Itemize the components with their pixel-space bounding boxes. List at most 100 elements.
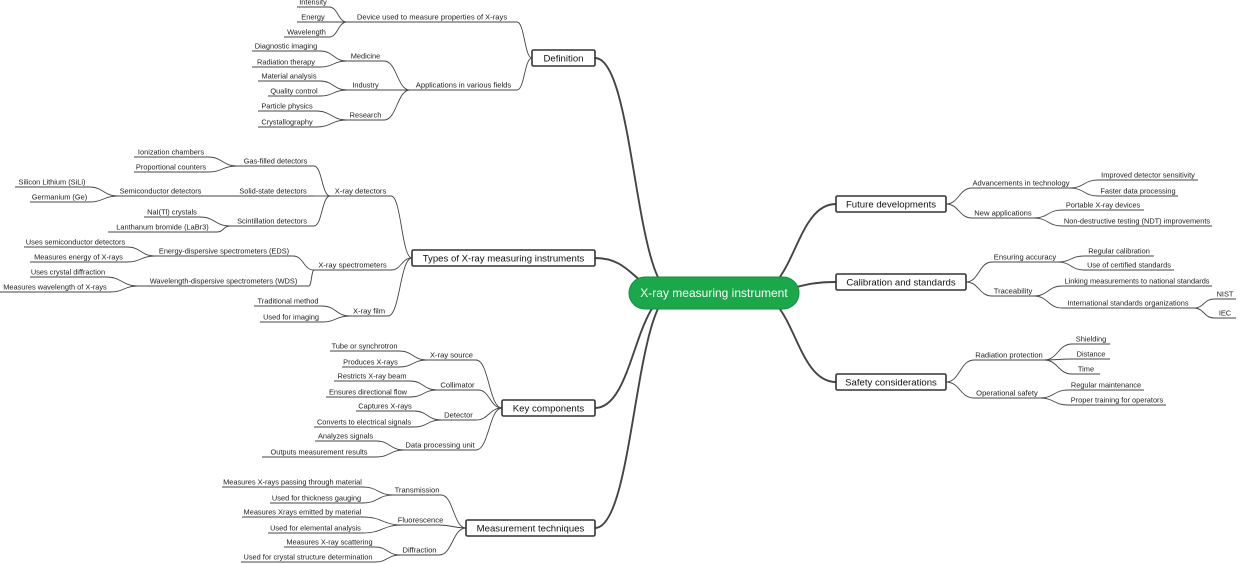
topic-node[interactable]: Portable X-ray devices	[1066, 201, 1141, 210]
topic-node[interactable]: Energy-dispersive spectrometers (EDS)	[159, 247, 289, 256]
topic-node[interactable]: Restricts X-ray beam	[338, 372, 407, 381]
topic-label: Crystallography	[261, 118, 313, 127]
topic-node[interactable]: Improved detector sensitivity	[1101, 171, 1195, 180]
topic-node[interactable]: Radiation protection	[975, 351, 1043, 360]
node-connector	[374, 546, 401, 556]
topic-node[interactable]: Diffraction	[402, 546, 436, 555]
topic-label: NaI(Tl) crystals	[147, 208, 197, 217]
topic-node[interactable]: Distance	[1077, 350, 1106, 359]
topic-node[interactable]: Used for crystal structure determination	[244, 553, 373, 562]
topic-node[interactable]: Faster data processing	[1100, 187, 1175, 196]
topic-node[interactable]: Measures Xrays emitted by material	[244, 508, 362, 517]
topic-node[interactable]: NIST	[1217, 290, 1234, 299]
topic-node[interactable]: Radiation therapy	[257, 58, 315, 67]
topic-node[interactable]: Quality control	[270, 87, 318, 96]
node-connector	[375, 440, 405, 451]
topic-label: Non-destructive testing (NDT) improvemen…	[1064, 217, 1211, 226]
topic-node[interactable]: Silicon Lithium (SiLi)	[19, 178, 86, 187]
topic-label: Diffraction	[402, 546, 436, 555]
topic-node[interactable]: NaI(Tl) crystals	[147, 208, 197, 217]
topic-node[interactable]: Semiconductor detectors	[120, 187, 202, 196]
branch-node[interactable]: Future developments	[835, 195, 947, 213]
topic-node[interactable]: Used for imaging	[263, 313, 319, 322]
node-connector	[413, 419, 442, 428]
topic-node[interactable]: Crystallography	[261, 118, 313, 127]
topic-node[interactable]: Regular calibration	[1088, 247, 1150, 256]
topic-node[interactable]: Shielding	[1076, 335, 1106, 344]
topic-node[interactable]: Uses semiconductor detectors	[26, 238, 126, 247]
topic-node[interactable]: Wavelength-dispersive spectrometers (WDS…	[150, 277, 298, 286]
node-connector	[126, 255, 156, 263]
node-connector	[328, 6, 348, 23]
topic-node[interactable]: Produces X-rays	[343, 358, 398, 367]
topic-node[interactable]: Fluorescence	[398, 516, 444, 525]
branch-node[interactable]: Calibration and standards	[835, 273, 967, 291]
topic-node[interactable]: Use of certified standards	[1087, 261, 1171, 270]
topic-node[interactable]: Detector	[444, 411, 473, 420]
topic-node[interactable]: New applications	[974, 209, 1032, 218]
topic-node[interactable]: X-ray film	[353, 307, 385, 316]
topic-node[interactable]: Collimator	[440, 381, 475, 390]
branch-label: Definition	[544, 53, 584, 64]
topic-label: Lanthanum bromide (LaBr3)	[116, 223, 208, 232]
topic-node[interactable]: Measures wavelength of X-rays	[3, 283, 107, 292]
branch-node[interactable]: Safety considerations	[835, 373, 947, 391]
topic-node[interactable]: Measures X-ray scattering	[286, 538, 372, 547]
branch-node[interactable]: Types of X-ray measuring instruments	[411, 249, 596, 267]
topic-node[interactable]: Measures energy of X-rays	[34, 253, 123, 262]
topic-label: Collimator	[440, 381, 475, 390]
topic-node[interactable]: Analyzes signals	[318, 432, 373, 441]
topic-node[interactable]: International standards organizations	[1067, 299, 1189, 308]
topic-node[interactable]: Uses crystal diffraction	[31, 268, 105, 277]
topic-node[interactable]: Proper training for operators	[1071, 396, 1164, 405]
topic-node[interactable]: Tube or synchrotron	[332, 342, 398, 351]
topic-node[interactable]: X-ray source	[430, 351, 473, 360]
topic-node[interactable]: Solid-state detectors	[239, 187, 307, 196]
topic-node[interactable]: IEC	[1219, 309, 1232, 318]
topic-node[interactable]: Proportional counters	[136, 163, 207, 172]
topic-node[interactable]: Operational safety	[976, 389, 1038, 398]
topic-node[interactable]: Medicine	[351, 52, 381, 61]
topic-node[interactable]: Wavelength	[287, 28, 326, 37]
topic-node[interactable]: X-ray spectrometers	[318, 261, 387, 270]
topic-node[interactable]: Material analysis	[261, 72, 316, 81]
topic-node[interactable]: Ensures directional flow	[329, 388, 408, 397]
branch-node[interactable]: Measurement techniques	[465, 519, 596, 537]
topic-node[interactable]: Traditional method	[258, 297, 319, 306]
topic-node[interactable]: Gas-filled detectors	[244, 157, 308, 166]
topic-node[interactable]: Germanium (Ge)	[32, 193, 87, 202]
topic-node[interactable]: Regular maintenance	[1071, 381, 1141, 390]
topic-node[interactable]: Research	[350, 111, 382, 120]
topic-node[interactable]: Used for elemental analysis	[270, 524, 361, 533]
topic-node[interactable]: Transmission	[395, 486, 440, 495]
branch-node[interactable]: Definition	[531, 49, 596, 67]
topic-node[interactable]: Non-destructive testing (NDT) improvemen…	[1064, 217, 1211, 226]
topic-node[interactable]: Industry	[352, 81, 379, 90]
topic-node[interactable]: Converts to electrical signals	[317, 418, 411, 427]
topic-node[interactable]: Used for thickness gauging	[272, 494, 361, 503]
node-connector	[362, 524, 403, 534]
topic-node[interactable]: Device used to measure properties of X-r…	[357, 13, 507, 22]
topic-node[interactable]: Advancements in technology	[972, 179, 1069, 188]
topic-node[interactable]: Intensity	[299, 0, 327, 7]
topic-node[interactable]: Data processing unit	[405, 441, 475, 450]
topic-node[interactable]: Measures X-rays passing through material	[223, 478, 362, 487]
topic-node[interactable]: Time	[1078, 365, 1094, 374]
branch-node[interactable]: Key components	[501, 399, 596, 417]
topic-node[interactable]: Applications in various fields	[416, 81, 512, 90]
topic-node[interactable]: Diagnostic imaging	[255, 42, 317, 51]
topic-node[interactable]: Ensuring accuracy	[994, 253, 1057, 262]
topic-node[interactable]: Energy	[301, 13, 325, 22]
node-connector	[216, 225, 231, 233]
topic-node[interactable]: Scintillation detectors	[237, 217, 307, 226]
topic-node[interactable]: Lanthanum bromide (LaBr3)	[116, 223, 208, 232]
topic-node[interactable]: X-ray detectors	[335, 187, 387, 196]
topic-node[interactable]: Outputs measurement results	[271, 448, 368, 457]
topic-node[interactable]: Ionization chambers	[138, 148, 204, 157]
root-node[interactable]: X-ray measuring instrument	[628, 276, 800, 310]
topic-node[interactable]: Traceability	[994, 287, 1033, 296]
topic-node[interactable]: Particle physics	[261, 102, 313, 111]
topic-node[interactable]: Linking measurements to national standar…	[1064, 277, 1209, 286]
topic-node[interactable]: Captures X-rays	[358, 402, 412, 411]
